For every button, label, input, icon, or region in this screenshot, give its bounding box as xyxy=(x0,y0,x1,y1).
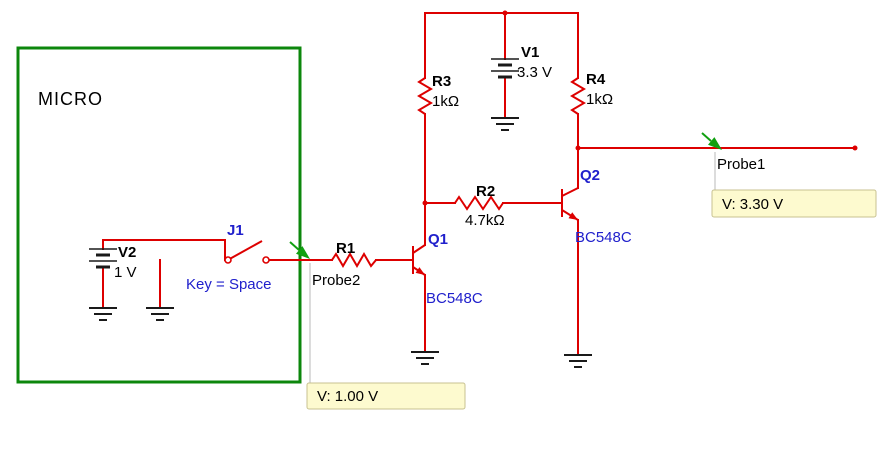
probe1-readout: V: 3.30 V xyxy=(711,189,877,218)
ground-v2[interactable] xyxy=(89,307,117,321)
ground-v1[interactable] xyxy=(491,117,519,131)
q2-value-label: BC548C xyxy=(575,229,632,246)
battery-v2[interactable] xyxy=(89,248,117,269)
j1-refdes-label: J1 xyxy=(227,222,244,239)
switch-j1[interactable] xyxy=(224,240,270,264)
probe1-label: Probe1 xyxy=(717,156,765,173)
transistor-q1[interactable] xyxy=(412,244,426,276)
j1-key-label: Key = Space xyxy=(186,276,271,293)
v2-value-label: 1 V xyxy=(114,264,137,281)
junction-dots xyxy=(422,10,858,206)
resistor-r2[interactable] xyxy=(454,195,504,211)
r3-value-label: 1kΩ xyxy=(432,93,459,110)
q1-value-label: BC548C xyxy=(426,290,483,307)
ground-q2[interactable] xyxy=(564,354,592,368)
probe2-arrow[interactable] xyxy=(289,241,310,259)
transistor-q2[interactable] xyxy=(561,187,579,221)
micro-box-label: MICRO xyxy=(38,89,103,109)
probe1-arrow[interactable] xyxy=(701,132,722,150)
r1-refdes-label: R1 xyxy=(336,240,355,257)
ground-q1[interactable] xyxy=(411,351,439,365)
r3-refdes-label: R3 xyxy=(432,73,451,90)
micro-annotation-box xyxy=(16,46,302,384)
probe2-reading: V: 1.00 V xyxy=(317,388,378,405)
ground-micro[interactable] xyxy=(146,307,174,321)
probe1-reading: V: 3.30 V xyxy=(722,196,783,213)
wire-net[interactable] xyxy=(102,12,856,356)
v1-refdes-label: V1 xyxy=(521,44,539,61)
battery-v1[interactable] xyxy=(491,58,519,79)
r2-value-label: 4.7kΩ xyxy=(465,212,505,229)
r2-refdes-label: R2 xyxy=(476,183,495,200)
v2-refdes-label: V2 xyxy=(118,244,136,261)
q1-refdes-label: Q1 xyxy=(428,231,448,248)
resistor-r3[interactable] xyxy=(417,77,433,115)
probe2-readout: V: 1.00 V xyxy=(306,382,466,410)
v1-value-label: 3.3 V xyxy=(517,64,552,81)
probe2-label: Probe2 xyxy=(312,272,360,289)
r4-refdes-label: R4 xyxy=(586,71,606,88)
resistor-r4[interactable] xyxy=(570,77,586,115)
q2-refdes-label: Q2 xyxy=(580,167,600,184)
resistor-r1[interactable] xyxy=(331,252,377,268)
r4-value-label: 1kΩ xyxy=(586,91,613,108)
